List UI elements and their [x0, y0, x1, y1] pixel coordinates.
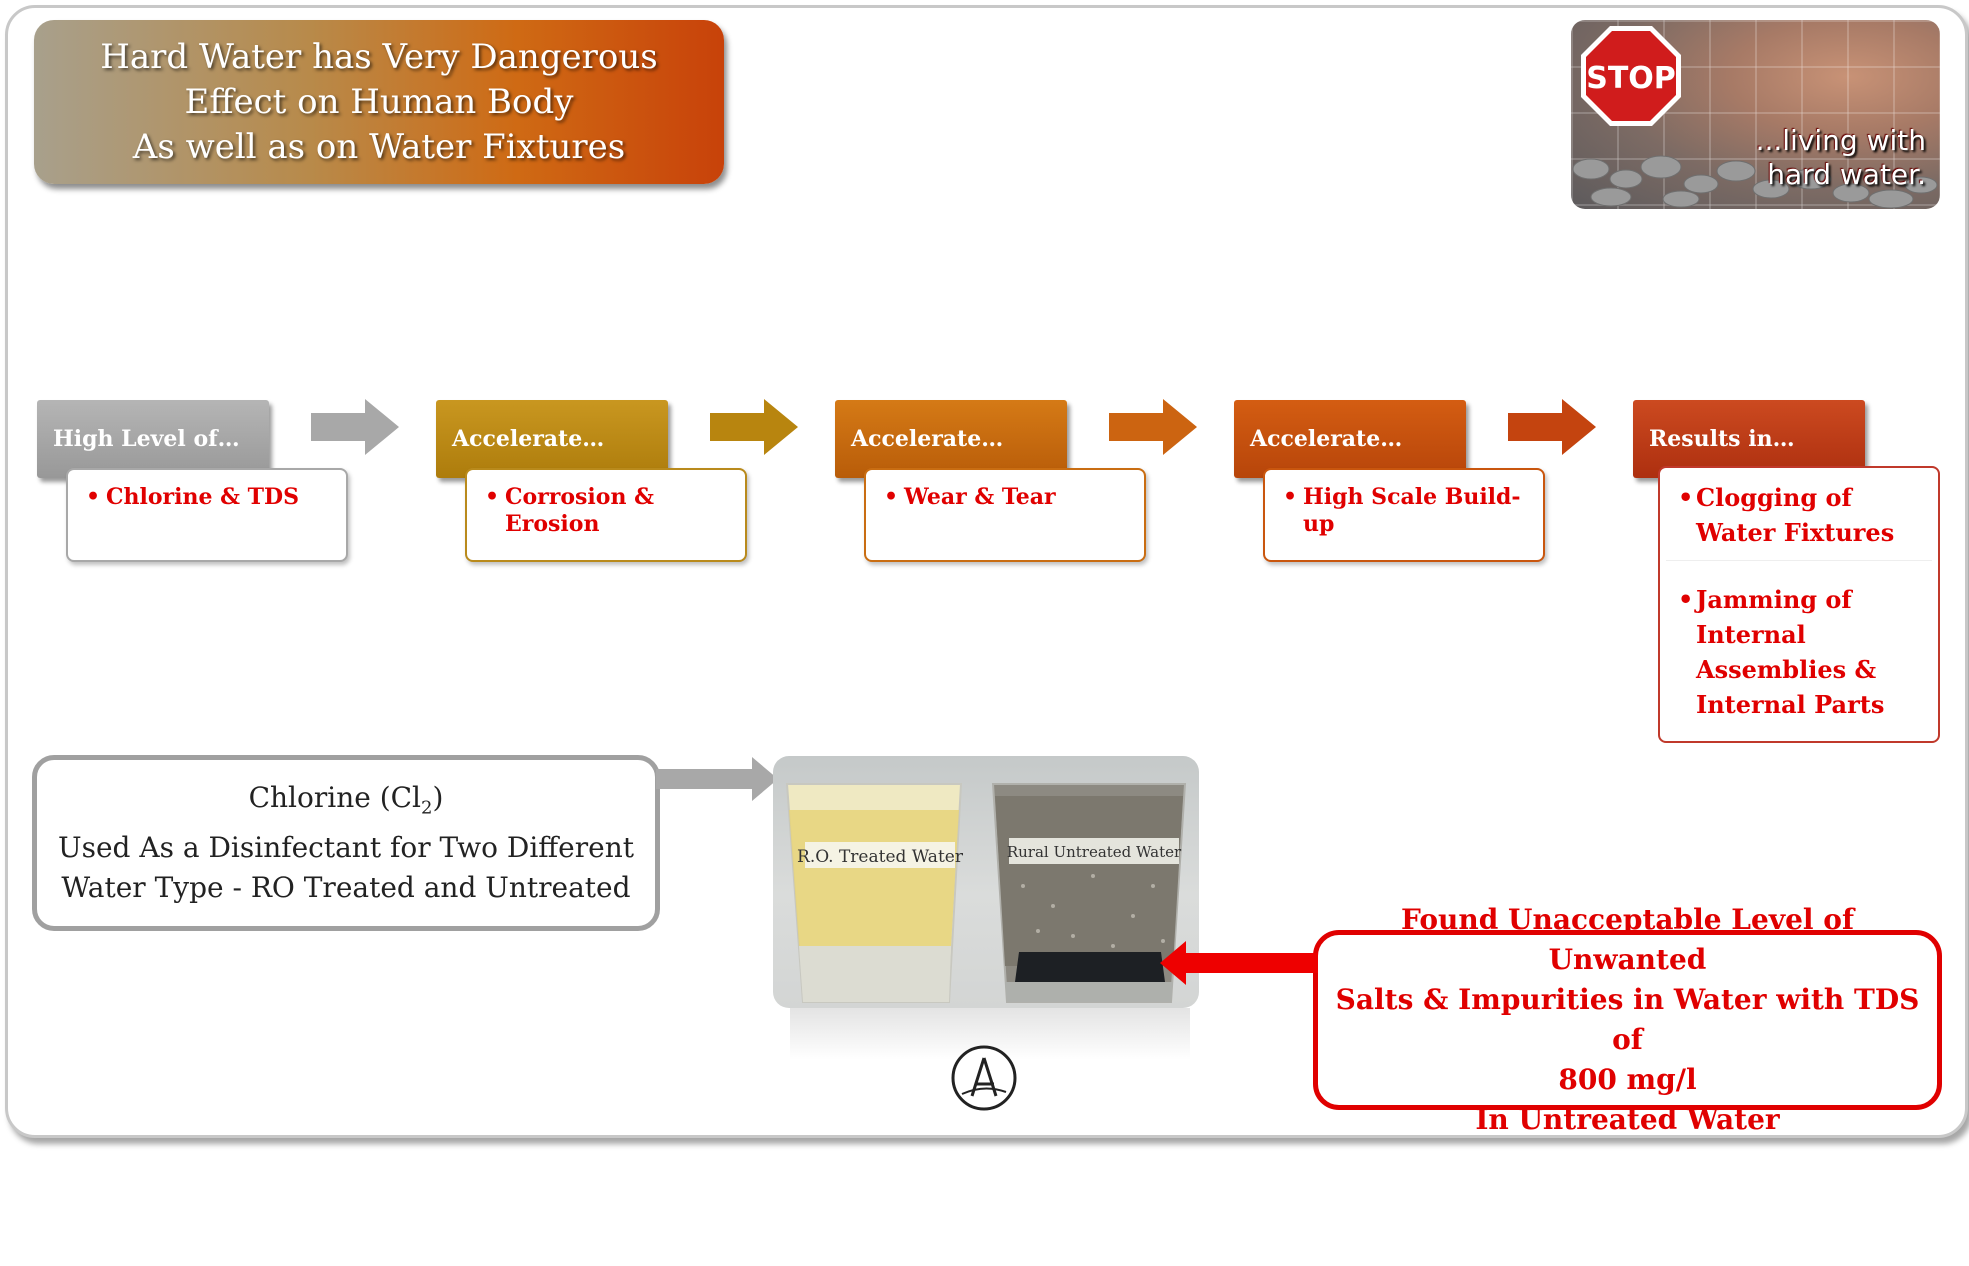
title-banner: Hard Water has Very Dangerous Effect on … — [34, 20, 724, 184]
process-step-2-item: Corrosion & Erosion — [505, 484, 654, 537]
svg-text:STOP: STOP — [1586, 61, 1676, 96]
finding-line-3: 800 mg/l — [1558, 1063, 1697, 1096]
title-line-3: As well as on Water Fixtures — [132, 126, 626, 167]
process-arrow-4 — [1508, 399, 1596, 455]
process-step-5-header: Results in… — [1633, 400, 1865, 478]
right-glass-label: Rural Untreated Water — [1007, 843, 1182, 861]
chlorine-info-box: Chlorine (Cl2) Used As a Disinfectant fo… — [32, 755, 660, 931]
process-step-3-header: Accelerate… — [835, 400, 1067, 478]
results-body: •Clogging of Water Fixtures •Jamming of … — [1658, 466, 1940, 743]
finding-line-4: In Untreated Water — [1475, 1103, 1780, 1136]
process-step-1-body: •Chlorine & TDS — [66, 468, 348, 562]
process-step-2-header: Accelerate… — [436, 400, 668, 478]
title-line-1: Hard Water has Very Dangerous — [100, 36, 658, 77]
glasses-image: R.O. Treated Water Rural Untreated Water — [785, 783, 1187, 1003]
chlorine-arrow — [656, 757, 778, 801]
stop-sign-icon: STOP — [1581, 26, 1681, 126]
hard-water-photo: STOP ...living with hard water. — [1571, 20, 1940, 209]
process-step-4-body: •High Scale Build-up — [1263, 468, 1545, 562]
process-arrow-3 — [1109, 399, 1197, 455]
finding-arrow — [1160, 941, 1318, 985]
result-item-clogging: •Clogging of Water Fixtures — [1678, 483, 1895, 547]
process-step-1-item: Chlorine & TDS — [106, 484, 299, 510]
left-glass-label: R.O. Treated Water — [797, 847, 964, 867]
process-step-3-item: Wear & Tear — [904, 484, 1056, 510]
chlorine-line-3: Water Type - RO Treated and Untreated — [61, 871, 631, 905]
process-step-4-header: Accelerate… — [1234, 400, 1466, 478]
company-logo — [951, 1045, 1017, 1111]
finding-line-1: Found Unacceptable Level of Unwanted — [1400, 903, 1855, 976]
chlorine-title: Chlorine (Cl2) — [248, 780, 444, 819]
title-line-2: Effect on Human Body — [184, 81, 574, 122]
photo-caption: ...living with hard water. — [1755, 124, 1926, 191]
finding-line-2: Salts & Impurities in Water with TDS of — [1335, 983, 1920, 1056]
water-glasses-photo: R.O. Treated Water Rural Untreated Water — [773, 756, 1199, 1008]
process-arrow-1 — [311, 399, 399, 455]
process-step-1-header: High Level of… — [37, 400, 269, 478]
process-step-4-item: High Scale Build-up — [1303, 484, 1521, 537]
chlorine-line-2: Used As a Disinfectant for Two Different — [58, 831, 634, 865]
process-step-3-body: •Wear & Tear — [864, 468, 1146, 562]
process-arrow-2 — [710, 399, 798, 455]
stones-image — [1572, 155, 1938, 209]
process-step-2-body: •Corrosion & Erosion — [465, 468, 747, 562]
tds-finding-box: Found Unacceptable Level of Unwanted Sal… — [1313, 903, 1942, 1136]
result-item-jamming: •Jamming of Internal Assemblies & Intern… — [1678, 585, 1885, 719]
